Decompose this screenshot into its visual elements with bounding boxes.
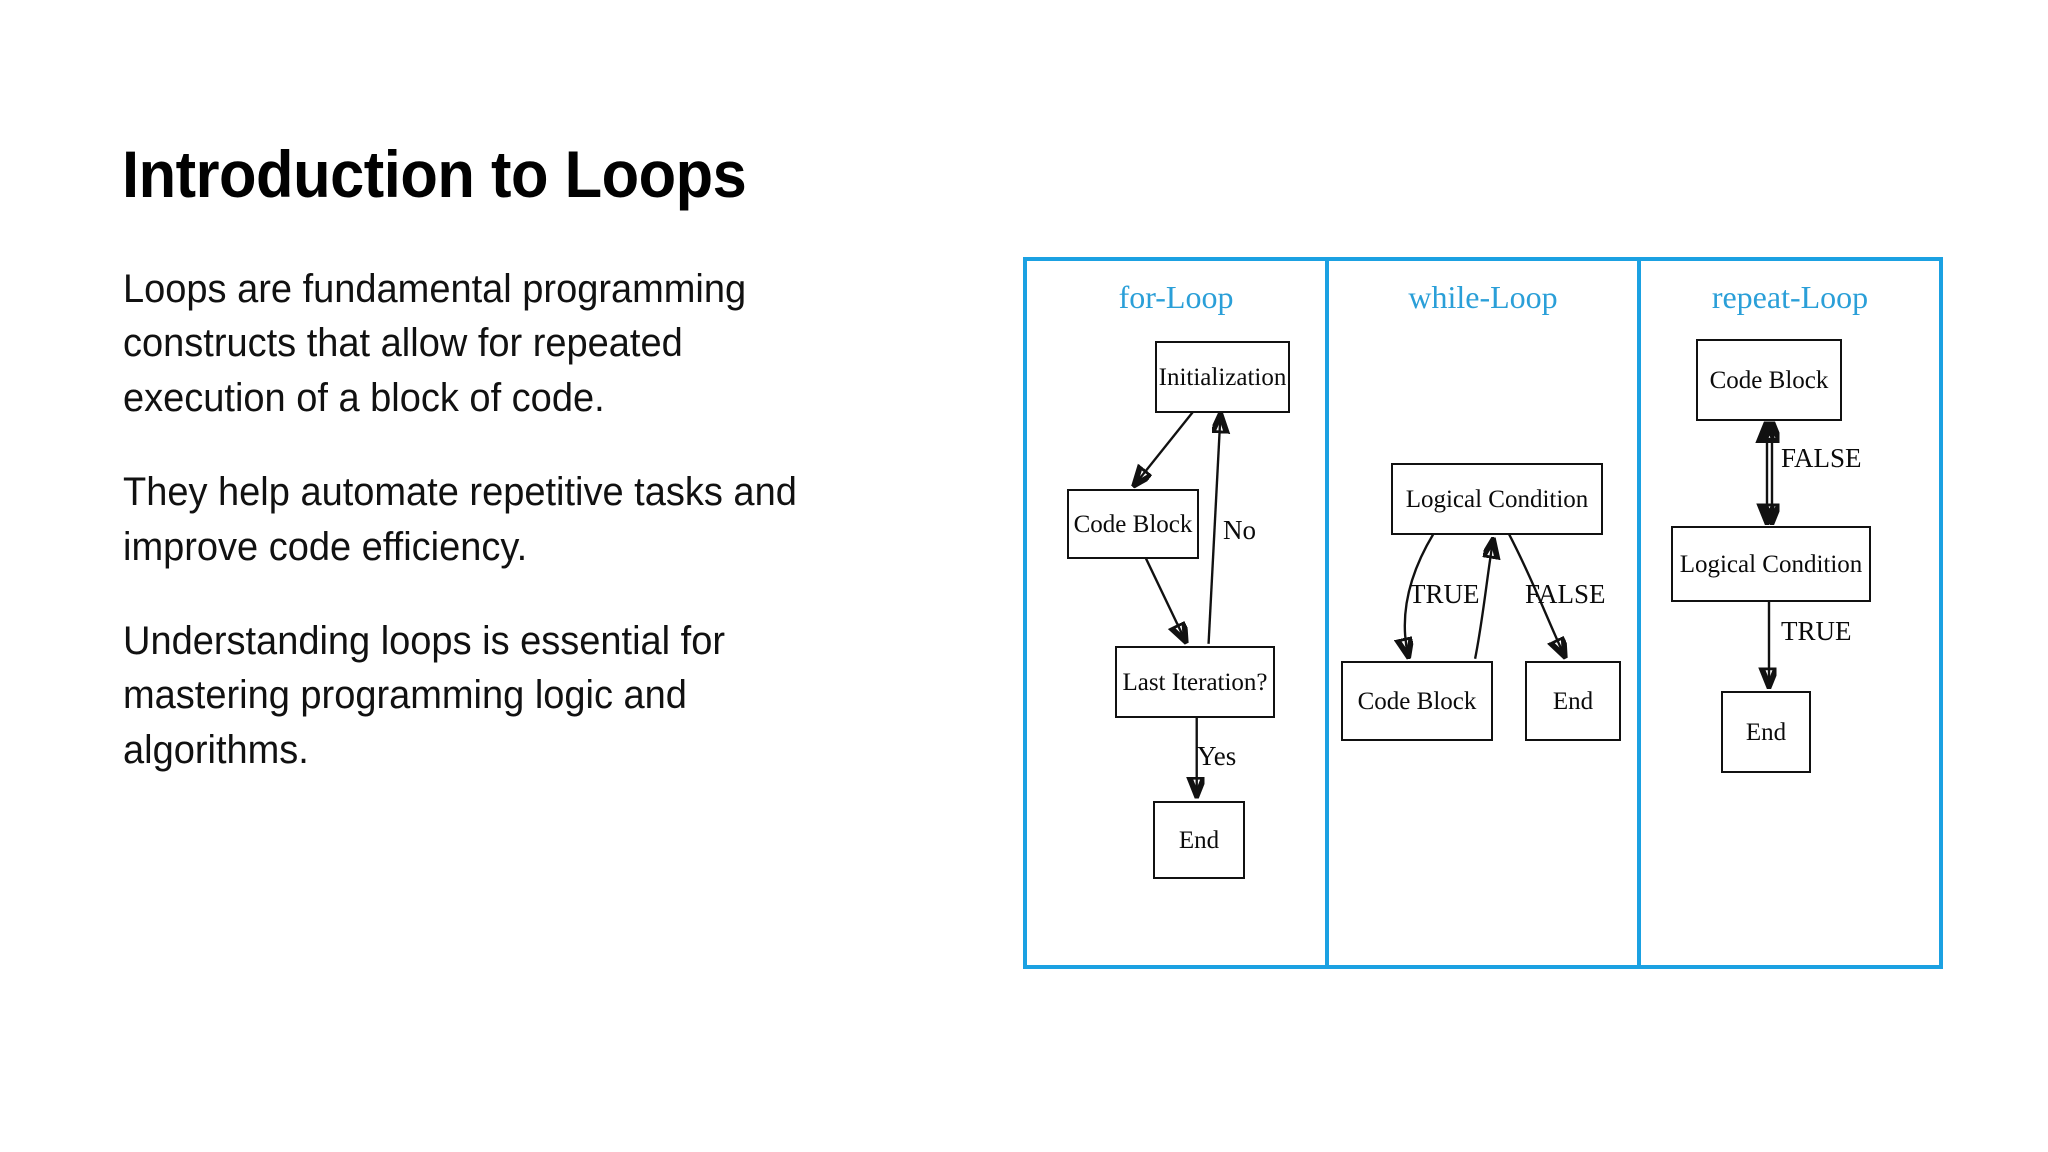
loop-flowchart-figure: for-Loop Initialization Code Block Last …: [1023, 257, 1943, 969]
node-logical-condition: Logical Condition: [1391, 463, 1603, 535]
edge-label-true: TRUE: [1781, 616, 1852, 646]
node-label: End: [1178, 826, 1220, 854]
panel-title-while-loop: while-Loop: [1408, 279, 1558, 315]
edge-label-yes: Yes: [1197, 741, 1237, 771]
panel-for-loop: for-Loop Initialization Code Block Last …: [1027, 261, 1329, 965]
node-label: Logical Condition: [1405, 485, 1589, 513]
panel-title-repeat-loop: repeat-Loop: [1711, 279, 1869, 315]
panel-repeat-loop: repeat-Loop Code Block Logical Condition: [1641, 261, 1939, 965]
node-label: Logical Condition: [1679, 550, 1863, 578]
edge-label-false: FALSE: [1525, 579, 1606, 609]
edge-label-no: No: [1223, 515, 1256, 545]
paragraph-1: Loops are fundamental programming constr…: [123, 267, 747, 420]
node-code-block: Code Block: [1341, 661, 1493, 741]
page-title: Introduction to Loops: [122, 137, 747, 212]
node-initialization: Initialization: [1155, 341, 1290, 413]
node-end: End: [1525, 661, 1621, 741]
node-code-block: Code Block: [1696, 339, 1842, 421]
node-label: Last Iteration?: [1122, 668, 1268, 696]
node-label: End: [1745, 718, 1787, 746]
node-label: Code Block: [1073, 510, 1193, 538]
node-code-block: Code Block: [1067, 489, 1199, 559]
node-end: End: [1721, 691, 1811, 773]
paragraph-2: They help automate repetitive tasks and …: [123, 470, 797, 569]
node-label: Code Block: [1357, 687, 1477, 715]
body-copy: Loops are fundamental programming constr…: [123, 262, 1013, 777]
panel-title-for-loop: for-Loop: [1118, 279, 1234, 315]
node-logical-condition: Logical Condition: [1671, 526, 1871, 602]
node-last-iteration: Last Iteration?: [1115, 646, 1275, 718]
node-end: End: [1153, 801, 1245, 879]
paragraph-3: Understanding loops is essential for mas…: [123, 618, 726, 772]
node-label: End: [1552, 687, 1594, 715]
panel-while-loop: while-Loop Logical Condition Code Block …: [1329, 261, 1641, 965]
node-label: Code Block: [1709, 366, 1829, 394]
edge-label-true: TRUE: [1409, 579, 1480, 609]
while-loop-edges: [1329, 532, 1637, 965]
edge-label-false: FALSE: [1781, 443, 1862, 473]
node-label: Initialization: [1158, 363, 1287, 391]
